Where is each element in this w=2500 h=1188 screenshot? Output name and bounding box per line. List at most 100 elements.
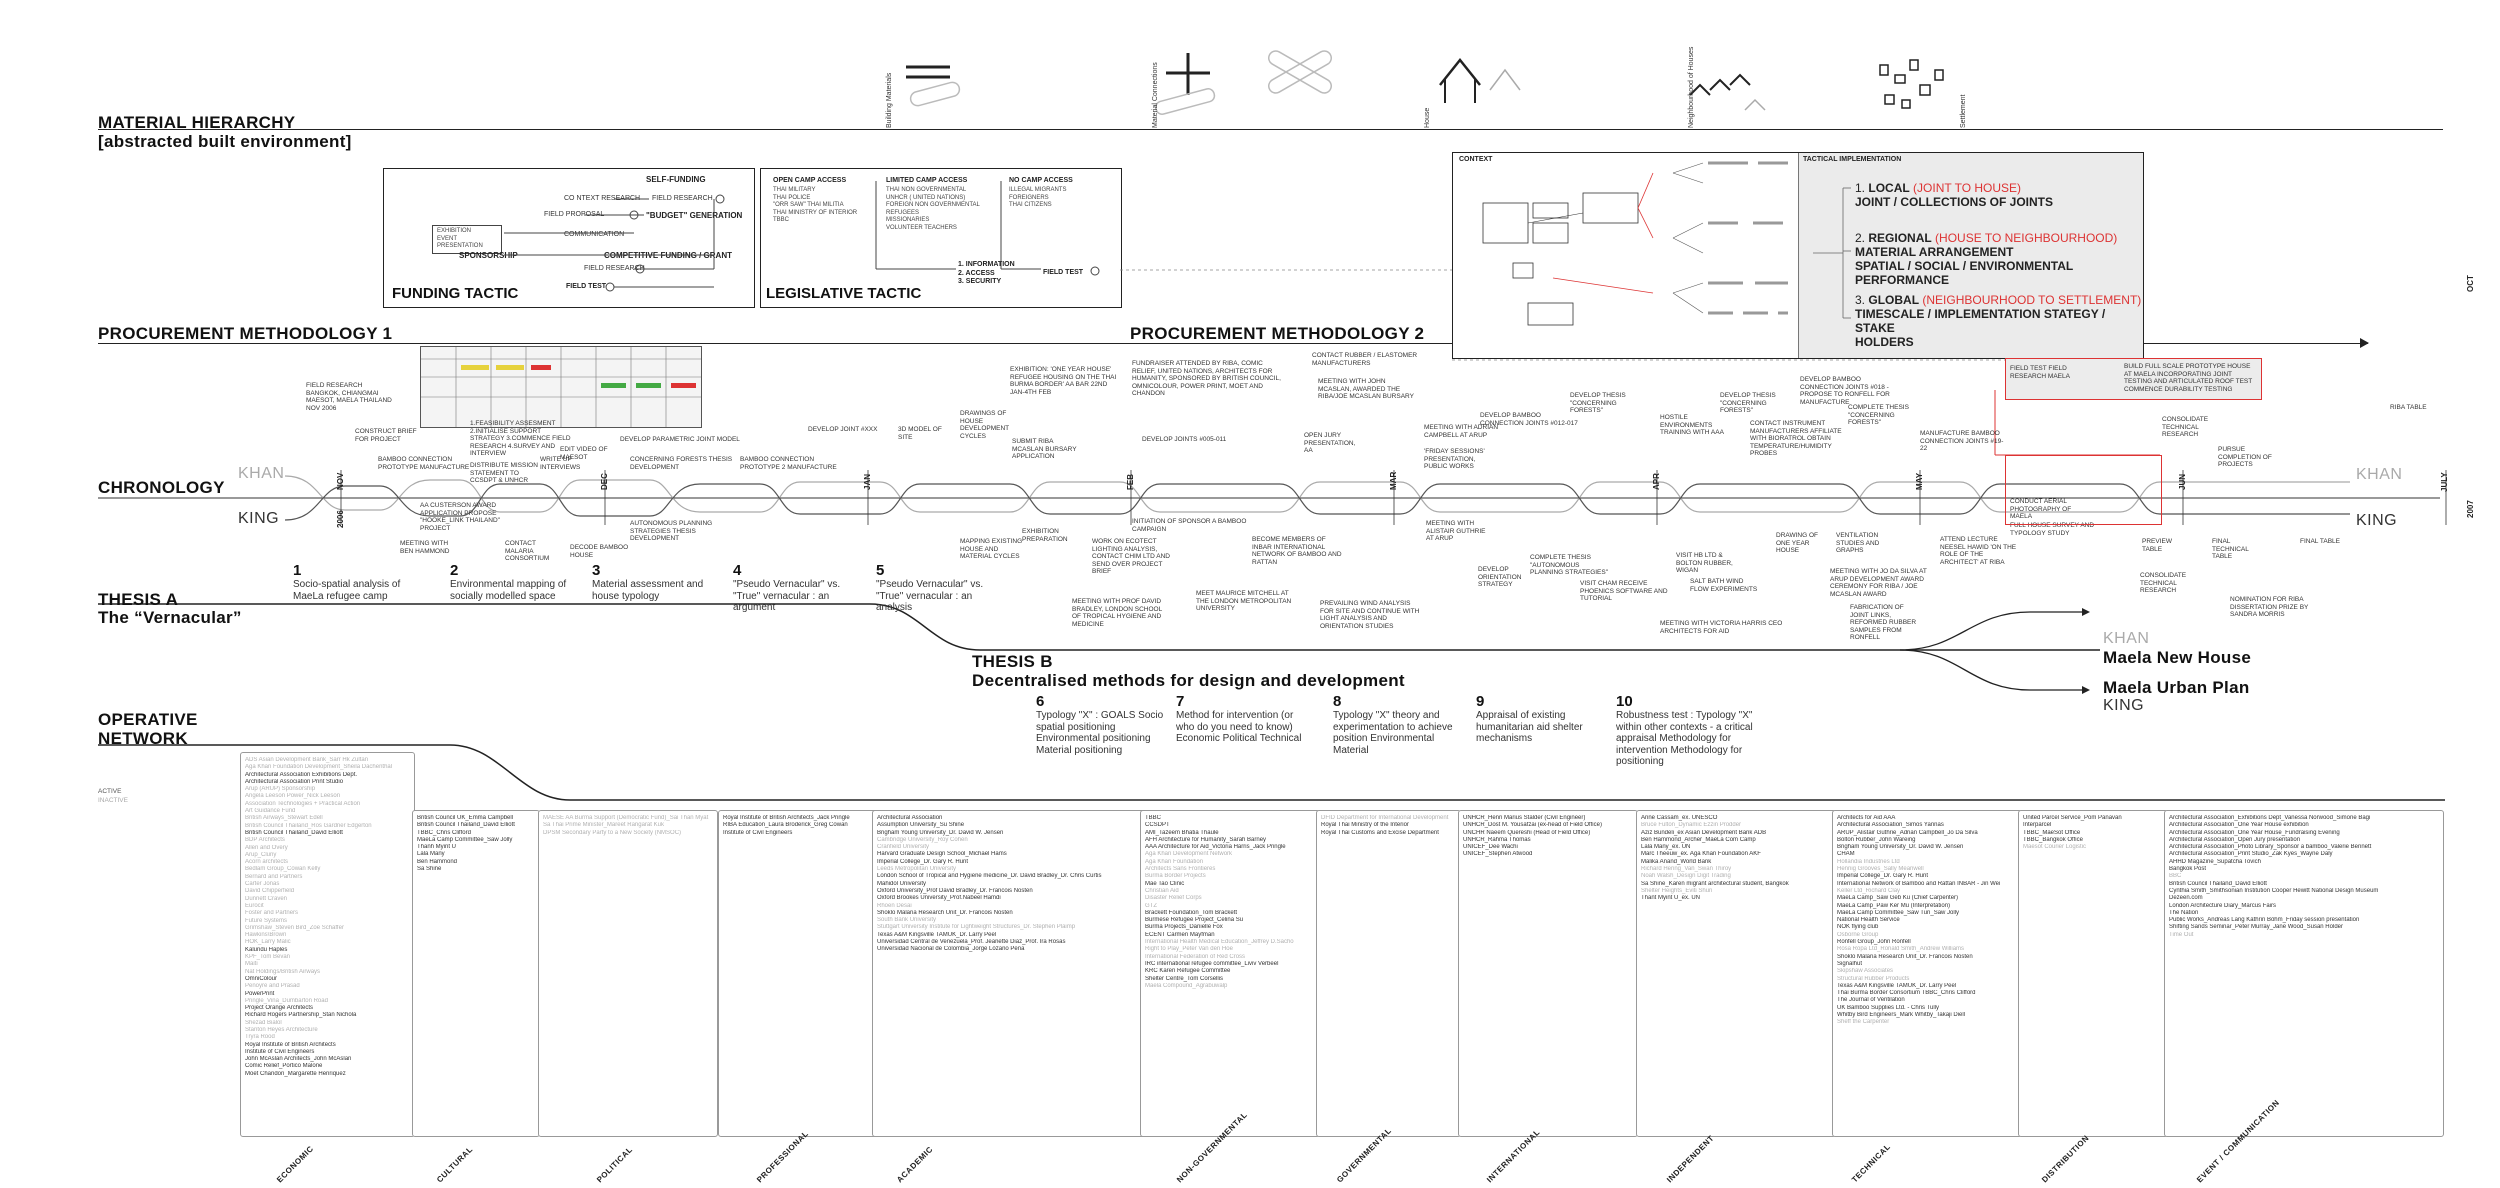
material-hierarchy-subtitle: [abstracted built environment] xyxy=(98,132,352,151)
network-contact: British Council Thailand_David Elliott xyxy=(245,829,343,836)
network-contact: Dunnett Craven xyxy=(245,895,288,902)
network-contact: Angela Leeson Power_Nick Leeson xyxy=(245,793,341,800)
network-contact: Shezad Bialol xyxy=(245,1019,282,1026)
network-contact: Architectural Association_Simos Yannas xyxy=(1837,822,1944,829)
network-contact: Project Orange Architects xyxy=(245,1005,314,1012)
outcome-khan: KHAN xyxy=(2103,630,2150,647)
network-contact: Structural Rubber Products xyxy=(1837,975,1910,982)
event-top: FIELD RESEARCH BANGKOK, CHIANGMAI MAESOT… xyxy=(306,382,392,412)
event-top: MEETING WITH ADRIAN CAMPBELL AT ARUP xyxy=(1424,424,1499,439)
network-contact: Thai Burma Border Consortium TBBC_Chris … xyxy=(1837,990,1976,997)
network-contact: Tryra Rood xyxy=(245,1034,275,1041)
network-contact: NOK flying club xyxy=(1837,924,1879,931)
tactical-item-regional: 2. REGIONAL (HOUSE TO NEIGHBOURHOOD) MAT… xyxy=(1855,231,2118,287)
network-contact: International Health Medical Education_J… xyxy=(1145,939,1294,946)
network-contact: Lala Many xyxy=(417,851,445,858)
network-contact: Imperial College_Dr. Gary R. Hunt xyxy=(877,858,969,865)
network-contact: Skipshaw Associates xyxy=(1837,968,1894,975)
year-end: 2007 xyxy=(2466,500,2475,518)
network-contact: AFH Architecture for Humanity_Sarah Barn… xyxy=(1145,836,1267,843)
network-contact: Leeds Metropolitan University xyxy=(877,866,957,873)
network-contact: Brackett Foundation_Tom Brackett xyxy=(1145,909,1238,916)
month-mar: MAR xyxy=(1389,471,1398,490)
procurement-1-title: PROCUREMENT METHODOLOGY 1 xyxy=(98,324,393,343)
network-contact: Institute of Civil Engineers xyxy=(245,1048,315,1055)
event-bottom: WORK ON ECOTECT LIGHTING ANALYSIS, CONTA… xyxy=(1092,538,1171,575)
network-contact: AMI_Tazeem Bhatia Thaule xyxy=(1145,829,1219,836)
network-contact: London School of Tropical and Hygiene me… xyxy=(877,873,1102,880)
network-contact: Acorn architects xyxy=(245,859,289,866)
event-bottom: FULL HOUSE SURVEY AND TYPOLOGY STUDY xyxy=(2010,522,2095,537)
event-bottom: MEETING WITH ALISTAIR GUTHRIE AT ARUP xyxy=(1426,520,1486,542)
network-contact: Architectural Association_One Year House… xyxy=(2169,822,2309,829)
event-top: 3D MODEL OF SITE xyxy=(898,426,942,441)
legend-inactive: INACTIVE xyxy=(98,797,128,804)
network-contact: Royal Institute of British Architects xyxy=(245,1041,336,1048)
network-contact: TBBC_Chris Clifford xyxy=(417,829,471,836)
network-contact: Assumption University_Su Shine xyxy=(877,822,965,829)
network-contact: Harvard Graduate Design School_Michael H… xyxy=(877,851,1007,858)
network-contact: Sa Thai Prime Minister_Mareet Rangarat K… xyxy=(543,822,664,829)
event-top: DEVELOP BAMBOO CONNECTION JOINTS #012-01… xyxy=(1480,412,1578,427)
network-contact: Oxford Brookes University_Prof.Nabeel Ha… xyxy=(877,895,1001,902)
network-contact: MaeLa Camp Committee_Saw Tun_Saw Jolly xyxy=(1837,909,1960,916)
network-contact: Foster and Partners xyxy=(245,910,299,917)
network-contact: Architectural Association_Open Jury pres… xyxy=(2169,836,2301,843)
network-contact: Richard Hering_Van_Swan Thiroy xyxy=(1641,866,1732,873)
month-apr: APR xyxy=(1652,473,1661,490)
event-top: DRAWINGS OF HOUSE DEVELOPMENT CYCLES xyxy=(960,410,1010,440)
event-top: PURSUE COMPLETION OF PROJECTS xyxy=(2218,446,2272,468)
outcome-maela-new-house: Maela New House xyxy=(2103,648,2252,667)
network-contact: UNHCR_Henri Marius Stalder (Civil Engine… xyxy=(1463,815,1586,821)
network-contact: Noah Walsh_Design Digit Trading xyxy=(1641,873,1731,880)
network-contact: Architectural Association xyxy=(877,815,943,821)
network-contact: John McAslan Architects_John McAslan xyxy=(245,1056,352,1063)
network-contact: RIBA Education_Laura Broderick_Greg Cowa… xyxy=(723,822,848,829)
legislative-field-test-label: FIELD TEST xyxy=(1043,269,1084,276)
network-contact: Maiti xyxy=(245,961,258,968)
network-contact: Architects Sans Frontieres xyxy=(1145,866,1216,873)
event-top: SUBMIT RIBA MCASLAN BURSARY APPLICATION xyxy=(1012,438,1077,460)
event-bottom: BECOME MEMBERS OF INBAR INTERNATIONAL NE… xyxy=(1252,536,1342,566)
network-contact: Burma Border Projects xyxy=(1145,873,1206,880)
network-contact: IRC international refugee committee_Livi… xyxy=(1145,960,1279,967)
network-contact: Bangkok Post xyxy=(2169,866,2207,873)
network-contact: Architects for Aid AAA xyxy=(1837,815,1896,821)
network-contact: Architectural Association Exhibitions De… xyxy=(245,771,358,778)
network-contact: TBBC_MaeSot Office xyxy=(2023,829,2081,836)
network-column-event-communication: Architectural Association_Exhibitions De… xyxy=(2164,810,2444,1137)
network-contact: OmniColour xyxy=(245,975,278,982)
network-contact: Royal Institute of British Architects_Ja… xyxy=(723,815,850,821)
network-contact: Association Technologies + Practical Act… xyxy=(245,800,361,807)
funding-tactic-box: SELF-FUNDING CO NTEXT RESEARCH FIELD RES… xyxy=(383,168,755,308)
network-contact: Christian Aid xyxy=(1145,887,1179,894)
network-contact: Pringle_Vina_Dumbarton Road xyxy=(245,997,328,1004)
event-top: CONSTRUCT BRIEF FOR PROJECT xyxy=(355,428,417,443)
funding-tactic-title: FUNDING TACTIC xyxy=(392,285,519,302)
event-bottom: DECODE BAMBOO HOUSE xyxy=(570,544,629,559)
network-contact: Rosa Ropa Ltd_Ronald Smith_Andrew Willia… xyxy=(1837,946,1965,953)
context-label: CONTEXT xyxy=(1459,156,1493,163)
network-contact: National Health Service xyxy=(1837,917,1900,924)
network-contact: Disaster Relief Corps xyxy=(1145,895,1202,902)
event-top: OPEN JURY PRESENTATION, AA xyxy=(1304,432,1356,454)
event-top: CONCERNING FORESTS THESIS DEVELOPMENT xyxy=(630,456,733,471)
network-contact: British Airways_Stewart Edell xyxy=(245,815,323,822)
network-column-governmental: DFID Department for International Develo… xyxy=(1316,810,1461,1137)
event-bottom: COMPLETE THESIS "AUTONOMOUS PLANNING STR… xyxy=(1530,554,1609,576)
month-july: JULY xyxy=(2440,472,2449,492)
month-jan: JAN xyxy=(863,473,872,490)
network-contact: Thant Myint U_ex. UN xyxy=(1641,895,1701,902)
event-top: MEETING WITH JOHN MCASLAN, AWARDED THE R… xyxy=(1318,378,1414,400)
network-contact: British Council Thailand_David Elliott xyxy=(2169,880,2267,887)
